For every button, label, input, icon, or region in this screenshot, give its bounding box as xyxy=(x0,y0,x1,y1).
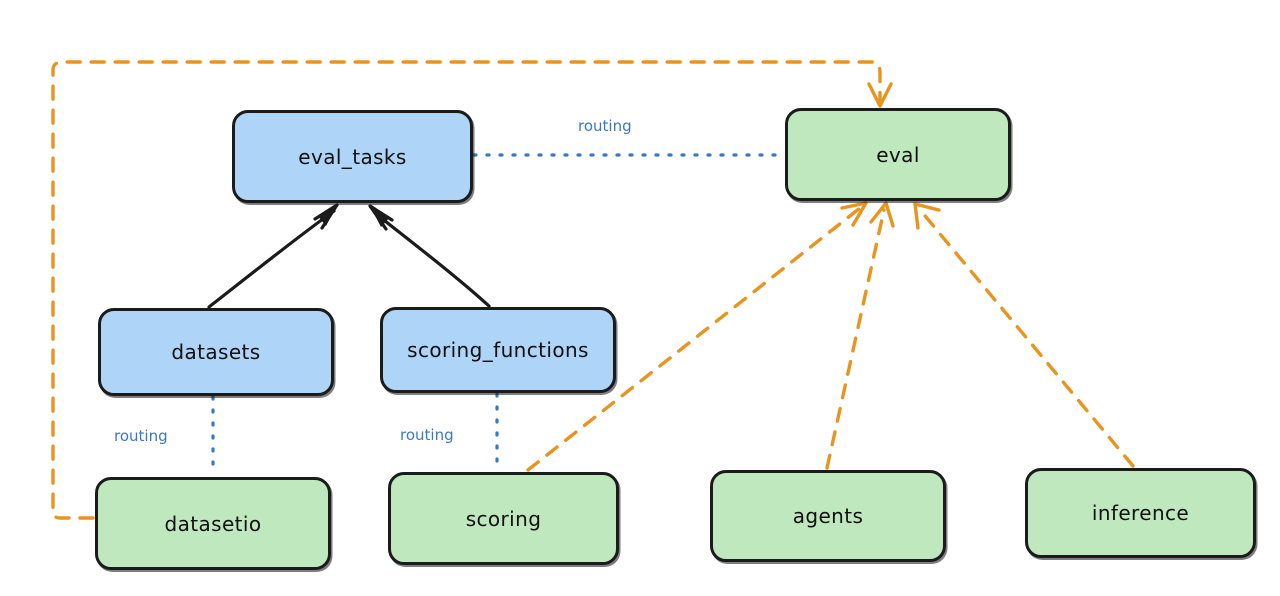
edge-datasets-to-eval-tasks xyxy=(207,203,339,309)
node-datasets[interactable]: datasets xyxy=(98,308,334,396)
edge-label-routing-datasets-datasetio: routing xyxy=(114,427,168,445)
node-scoring[interactable]: scoring xyxy=(388,472,619,565)
node-label-scoring-functions: scoring_functions xyxy=(407,338,589,362)
edge-datasetio-to-eval xyxy=(51,60,893,520)
node-scoring-functions[interactable]: scoring_functions xyxy=(380,307,616,393)
node-label-eval-tasks: eval_tasks xyxy=(298,144,407,169)
node-label-agents: agents xyxy=(792,504,864,528)
edge-scoring-to-eval xyxy=(526,201,868,472)
node-eval-tasks[interactable]: eval_tasks xyxy=(232,110,473,203)
node-datasetio[interactable]: datasetio xyxy=(95,477,331,570)
node-label-eval: eval xyxy=(876,142,920,167)
node-label-inference: inference xyxy=(1091,501,1190,525)
edge-label-routing-scoring-functions-scoring: routing xyxy=(400,426,454,444)
node-label-scoring: scoring xyxy=(465,506,542,531)
edge-scoring-functions-to-eval-tasks xyxy=(368,204,491,308)
node-label-datasets: datasets xyxy=(171,340,261,364)
edge-agents-to-eval xyxy=(825,201,895,470)
node-eval[interactable]: eval xyxy=(785,108,1011,201)
node-agents[interactable]: agents xyxy=(710,470,946,562)
edge-label-routing-eval-tasks-eval: routing xyxy=(578,117,632,135)
node-label-datasetio: datasetio xyxy=(164,511,262,536)
node-inference[interactable]: inference xyxy=(1025,468,1256,558)
edge-inference-to-eval xyxy=(913,202,1135,468)
